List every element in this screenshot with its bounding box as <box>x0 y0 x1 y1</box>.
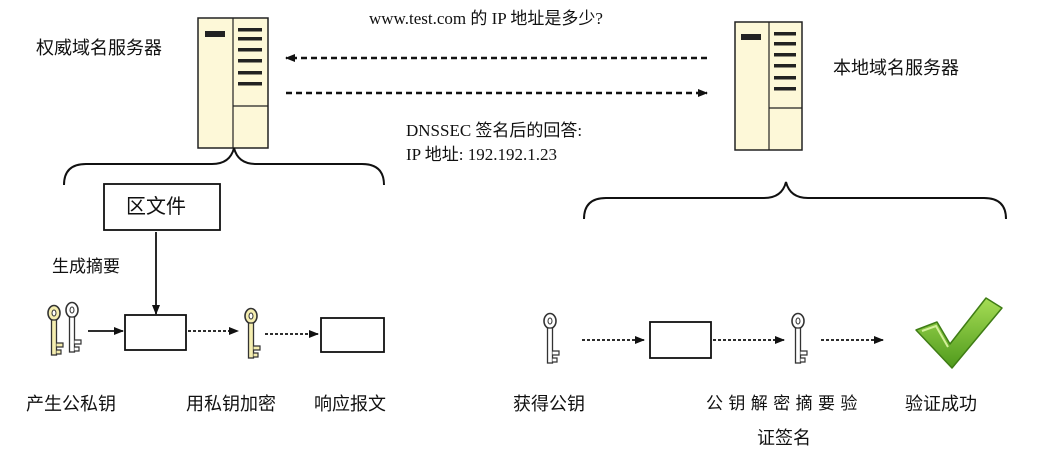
answer-line-1: DNSSEC 签名后的回答: <box>406 121 583 140</box>
digest-label: 生成摘要 <box>52 257 120 277</box>
auth-server-label: 权威域名服务器 <box>36 38 162 59</box>
right-brace <box>583 181 1007 220</box>
right-step-getkey-label: 获得公钥 <box>513 394 585 415</box>
auth-server-icon <box>197 17 269 149</box>
left-step-keygen-label: 产生公私钥 <box>26 394 116 415</box>
local-server-icon <box>734 21 803 151</box>
public-key-verify-icon <box>791 312 808 364</box>
zone-file-box <box>103 183 221 231</box>
local-server-label: 本地域名服务器 <box>833 58 959 79</box>
right-step-success-label: 验证成功 <box>905 394 977 415</box>
response-box <box>320 317 385 353</box>
checkmark-icon <box>915 297 1003 369</box>
decrypt-digest-box <box>649 321 712 359</box>
right-step-decrypt-label-2: 证签名 <box>757 428 811 449</box>
public-key-icon <box>543 312 560 364</box>
left-brace <box>63 147 385 186</box>
digest-box <box>124 314 187 351</box>
key-pair-icon <box>47 301 82 356</box>
zone-file-label: 区文件 <box>126 194 186 218</box>
private-key-icon <box>244 307 261 359</box>
right-step-decrypt-label: 公 钥 解 密 摘 要 验 <box>706 394 858 414</box>
query-text: www.test.com 的 IP 地址是多少? <box>369 9 603 28</box>
left-step-encrypt-label: 用私钥加密 <box>186 394 276 415</box>
answer-line-2: IP 地址: 192.192.1.23 <box>406 145 557 164</box>
left-step-response-label: 响应报文 <box>314 394 386 415</box>
